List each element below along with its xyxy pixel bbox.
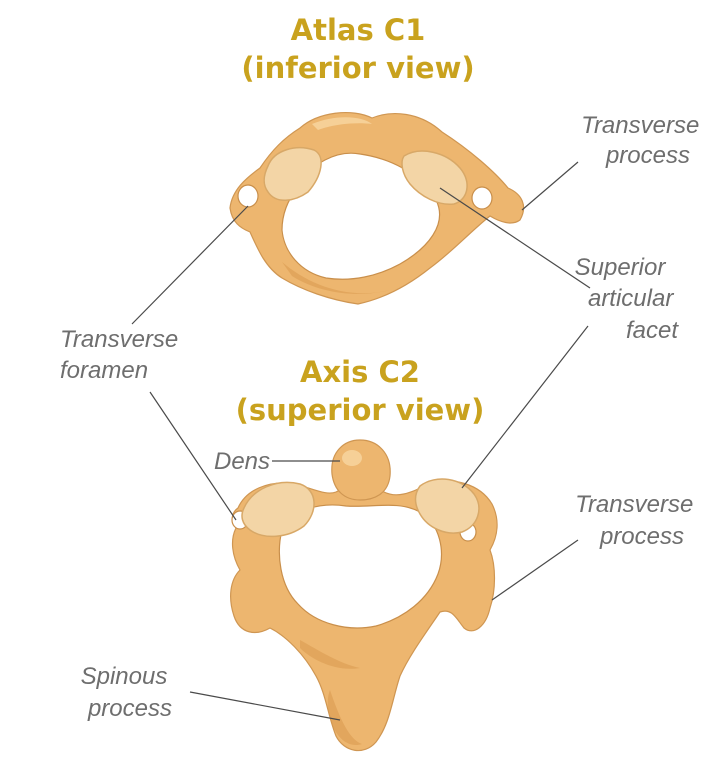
label-transverse-foramen: Transverse foramen [60,326,185,384]
axis-subtitle: (superior view) [236,393,485,427]
leader-transverse-process-bottom [492,540,578,600]
leader-transverse-process-top [522,162,578,210]
axis-title: Axis C2 [300,355,420,389]
label-spinous-process: Spinous process [81,663,174,722]
label-transverse-process-bottom: Transverse process [575,491,700,550]
label-superior-articular-facet: Superior articular facet [575,254,680,344]
axis-c2-illustration [231,440,497,751]
leader-spinous-process [190,692,340,720]
leader-transverse-foramen-top [132,206,248,324]
atlas-title: Atlas C1 [291,13,426,47]
dens [332,440,390,500]
atlas-transverse-foramen-left [238,185,258,207]
atlas-c1-illustration [230,113,524,304]
label-dens: Dens [214,448,270,475]
label-transverse-process-top: Transverse process [581,112,706,169]
atlas-subtitle: (inferior view) [241,51,474,85]
atlas-transverse-foramen-right [472,187,492,209]
